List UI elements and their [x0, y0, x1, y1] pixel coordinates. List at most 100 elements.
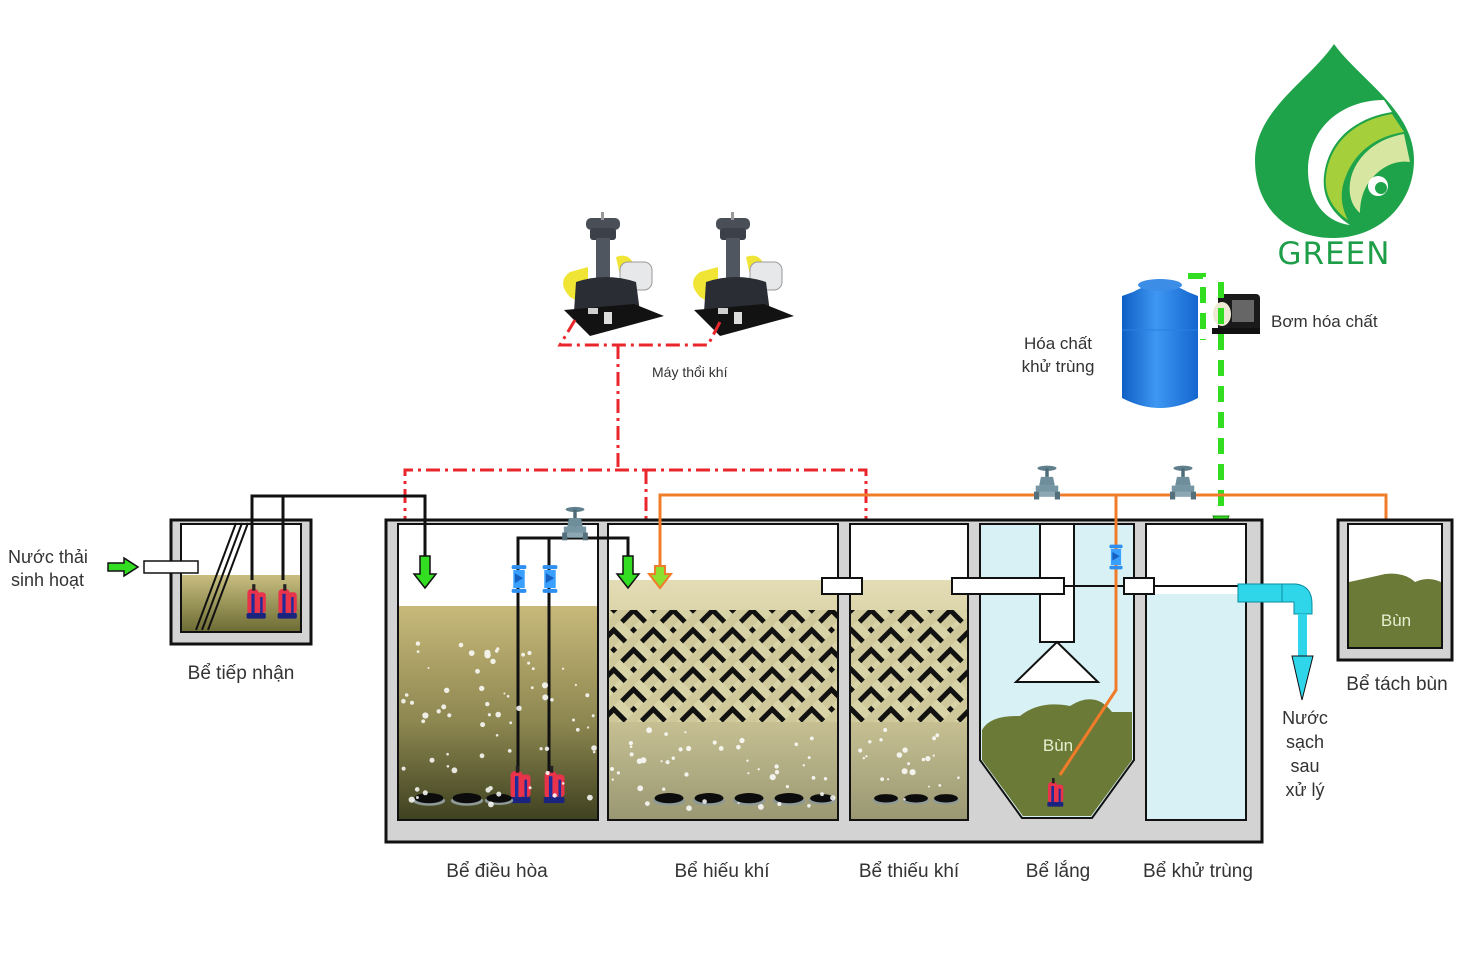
air-bubble	[527, 661, 531, 665]
air-bubble	[416, 650, 420, 653]
air-bubble	[879, 738, 883, 742]
air-bubble	[509, 721, 513, 725]
air-bubble	[414, 787, 420, 792]
air-bubble	[928, 785, 930, 788]
tank-label-equalization: Bể điều hòa	[446, 861, 548, 882]
air-bubble	[539, 747, 543, 751]
air-bubble	[575, 727, 580, 732]
inlet-pipe	[143, 560, 199, 574]
air-bubble	[592, 750, 596, 754]
air-bubble	[475, 668, 480, 674]
green-logo: GREEN	[1255, 44, 1414, 272]
air-bubble	[542, 694, 549, 701]
outlet-label-1: Nước	[1282, 708, 1328, 728]
air-bubble	[757, 768, 760, 771]
air-bubble	[629, 745, 633, 749]
air-bubble	[429, 757, 435, 763]
disinfection-water	[1147, 594, 1245, 819]
air-bubble	[774, 764, 779, 769]
air-bubble	[629, 752, 634, 757]
overflow-connectors	[821, 577, 1238, 595]
air-bubble	[938, 784, 942, 787]
air-bubble	[410, 700, 414, 705]
down-arrow-icon	[412, 555, 438, 590]
air-bubble	[628, 741, 634, 746]
air-bubble	[640, 757, 647, 764]
air-bubble	[421, 719, 426, 724]
air-bubble	[552, 793, 557, 798]
air-bubble	[495, 734, 499, 737]
air-bubble	[862, 757, 865, 760]
air-bubble	[506, 694, 510, 698]
gate-valve-icon	[1034, 465, 1060, 500]
air-bubble	[662, 787, 666, 791]
air-bubble	[446, 752, 449, 756]
sludge-arrow-icon	[646, 565, 674, 590]
air-blowers: Máy thổi khí	[562, 212, 795, 380]
air-bubble	[527, 650, 532, 656]
sludge-tank: Bùn	[1336, 518, 1454, 662]
chemical-tank-label-1: Hóa chất	[1024, 334, 1092, 353]
logo-text: GREEN	[1278, 236, 1391, 272]
air-bubble	[545, 770, 550, 776]
outlet-label-2: sạch	[1286, 732, 1324, 752]
air-bubble	[485, 787, 491, 793]
air-bubble	[541, 682, 549, 689]
air-bubble	[903, 798, 906, 801]
air-bubble	[868, 740, 872, 744]
air-bubble	[468, 650, 475, 656]
air-bubble	[774, 770, 780, 775]
air-bubble	[484, 649, 491, 656]
air-bubble	[880, 777, 884, 782]
air-bubble	[490, 658, 496, 664]
air-bubble	[422, 712, 429, 719]
air-bubble	[585, 693, 590, 698]
air-bubble	[712, 740, 717, 745]
air-bubble	[503, 692, 506, 695]
air-bubble	[896, 752, 903, 758]
air-bubble	[530, 686, 534, 690]
air-bubble	[823, 777, 828, 781]
air-bubble	[645, 801, 650, 806]
gate-valve-icon	[1170, 465, 1196, 500]
air-bubble	[507, 749, 512, 753]
air-bubble	[684, 772, 689, 777]
air-bubble	[427, 667, 430, 669]
air-bubble	[671, 756, 675, 760]
air-bubble	[702, 799, 707, 804]
air-bubble	[758, 804, 764, 810]
air-bubble	[422, 790, 428, 796]
air-bubble	[528, 786, 532, 790]
air-bubble	[811, 776, 816, 780]
air-bubble	[935, 733, 940, 738]
air-bubble	[485, 701, 490, 707]
air-bubble	[830, 795, 836, 801]
air-bubble	[516, 705, 522, 711]
air-bubble	[436, 709, 441, 714]
air-bubble	[521, 652, 525, 657]
air-bubble	[718, 746, 724, 751]
clean-water-arrow-icon	[1291, 655, 1314, 701]
tank-label-settling: Bể lắng	[1026, 860, 1090, 882]
air-bubble	[487, 713, 491, 717]
air-bubble	[785, 785, 790, 789]
air-bubble	[495, 711, 502, 718]
air-bubble	[686, 745, 692, 752]
air-bubble	[591, 745, 597, 751]
air-bubble	[921, 757, 926, 762]
air-bubble	[746, 759, 749, 762]
receiving-tank	[169, 518, 313, 646]
air-bubble	[739, 737, 745, 744]
chemical-pump-label: Bơm hóa chất	[1271, 312, 1378, 331]
air-bubble	[736, 744, 741, 750]
logo-drop-icon	[1255, 44, 1414, 238]
air-bubble	[901, 768, 908, 775]
tank-label-sludge: Bể tách bùn	[1346, 674, 1447, 695]
air-bubble	[809, 736, 814, 741]
air-bubble	[646, 727, 652, 734]
air-bubble	[902, 747, 908, 753]
air-bubble	[488, 801, 494, 808]
air-bubble	[561, 782, 565, 785]
air-bubble	[415, 796, 419, 799]
